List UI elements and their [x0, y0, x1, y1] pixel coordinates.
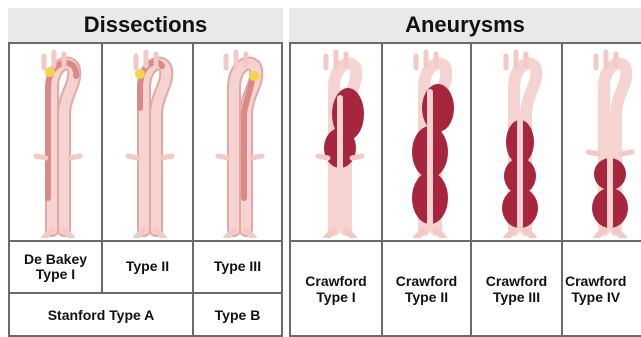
type2-label: Type II [103, 242, 192, 292]
debakey-type1-label: De Bakey Type I [10, 242, 101, 292]
crawford-type4-aorta-figure [566, 48, 641, 238]
debakey-label: De Bakey [24, 252, 87, 267]
stanford-type-b-label: Type B [194, 294, 281, 337]
debakey-type1-aorta-figure [14, 48, 98, 238]
aneurysms-title: Aneurysms [405, 12, 525, 38]
type2-aorta-figure [106, 48, 190, 238]
crawford-type1-aorta-figure [296, 48, 380, 238]
dissections-title: Dissections [84, 12, 208, 38]
crawford-type2-aorta-figure [386, 48, 470, 238]
crawford-type3-aorta-figure [476, 48, 560, 238]
type3-label: Type III [194, 242, 281, 292]
type3-aorta-figure [196, 48, 280, 238]
type1-label: Type I [24, 267, 87, 282]
dissections-header: Dissections [8, 8, 283, 44]
aneurysms-header: Aneurysms [289, 8, 641, 44]
stanford-type-a-label: Stanford Type A [10, 294, 192, 337]
